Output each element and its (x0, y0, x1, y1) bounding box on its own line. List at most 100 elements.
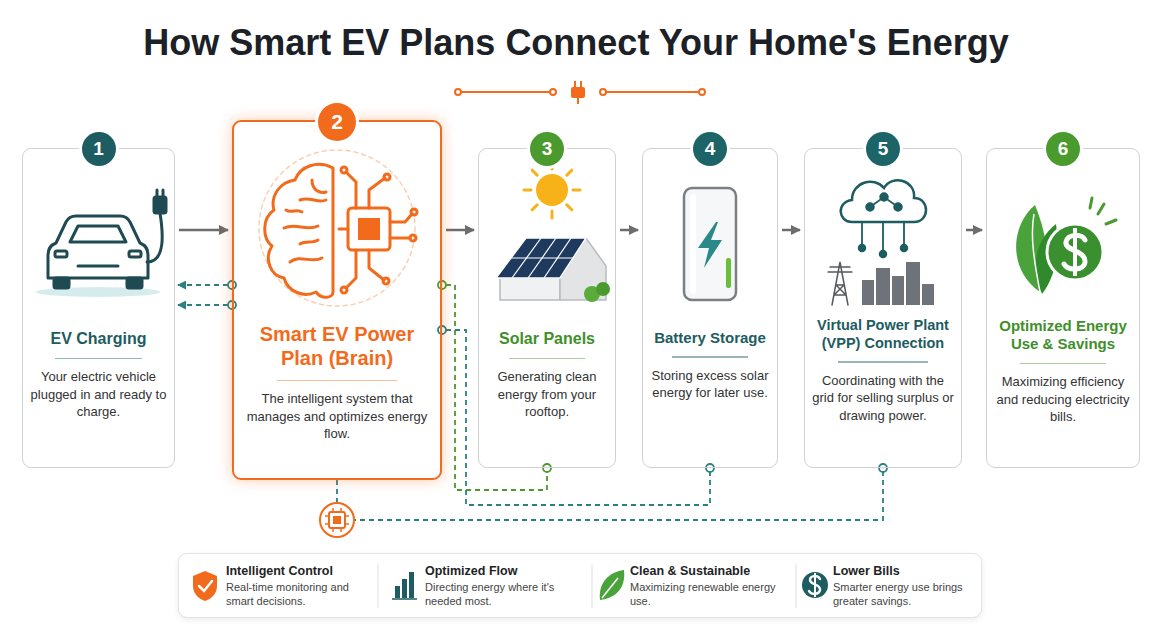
card-description: The intelligent system that manages and … (240, 390, 434, 443)
card-description: Storing excess solar energy for later us… (649, 367, 771, 402)
step-number: 6 (1046, 132, 1080, 166)
feature-icons-part (199, 581, 212, 591)
card-body: Optimized Energy Use & SavingsMaximizing… (987, 317, 1139, 426)
brain-chip-icon-part (369, 178, 385, 208)
title-ornament-part (600, 89, 606, 95)
feature-icons-part (395, 586, 400, 598)
battery-icon-part (684, 188, 736, 300)
title-ornament-part (458, 91, 553, 93)
brain-chip-icon-part (284, 226, 318, 228)
battery-icon-part (726, 258, 731, 288)
solar-icon-part (500, 278, 560, 300)
sun-ray (573, 189, 580, 192)
feature-icons-part (193, 571, 217, 601)
feature-item: Intelligent ControlReal-time monitoring … (226, 564, 366, 609)
connector-dot (438, 326, 446, 334)
vpp-icon-part-part (906, 262, 920, 305)
brain-chip-icon-part (290, 258, 322, 262)
brain-chip-icon-part (300, 199, 326, 201)
vpp-icon (828, 180, 934, 305)
vpp-icon-part-part (862, 280, 874, 305)
vpp-icon-part (881, 194, 888, 201)
title-ornament-part (550, 89, 556, 95)
chip-icon-part (320, 503, 354, 537)
feature-icons-part (409, 572, 414, 598)
savings-icon-part-part (1098, 204, 1104, 214)
dashed-connector (178, 284, 228, 286)
car-icon (36, 190, 166, 297)
brain-chip-icon-part (410, 235, 416, 241)
brain-chip-icon-part (383, 278, 389, 284)
title-ornament (455, 81, 705, 104)
flow-arrow (179, 229, 228, 232)
sun-ray (524, 189, 531, 192)
step-card: 3Solar PanelsGenerating clean energy fro… (478, 148, 616, 468)
car-icon-part (54, 278, 69, 288)
feature-item: Clean & SustainableMaximizing renewable … (630, 564, 780, 609)
card-body: EV ChargingYour electric vehicle plugged… (23, 329, 174, 421)
card-description: Your electric vehicle plugged in and rea… (29, 368, 168, 421)
brain-chip-icon-part (346, 250, 356, 288)
sun-ray (551, 211, 554, 218)
dashed-connector (178, 304, 228, 306)
brain-chip-icon-part (341, 167, 347, 173)
solar-icon-part (496, 238, 586, 278)
step-number: 1 (82, 132, 116, 166)
car-icon-part (127, 278, 142, 288)
card-description: Maximizing efficiency and reducing elect… (993, 373, 1133, 426)
brain-chip-icon-part (300, 240, 318, 244)
vpp-icon-part (867, 204, 874, 211)
feature-icons-part (802, 572, 828, 598)
vpp-icon-part (903, 222, 905, 246)
card-body: Solar PanelsGenerating clean energy from… (479, 329, 615, 421)
card-body: Virtual Power Plant (VPP) ConnectionCoor… (805, 317, 961, 425)
savings-icon-part (1047, 224, 1103, 280)
title-ornament-part (571, 87, 585, 98)
feature-item: Optimized FlowDirecting energy where it'… (425, 564, 575, 609)
card-description: Coordinating with the grid for selling s… (811, 372, 955, 425)
brain-chip-icon-part (384, 174, 390, 180)
title-ornament-part (574, 81, 576, 87)
solar-icon-part-part (512, 238, 541, 278)
feature-icons-part (378, 564, 379, 608)
feature-title: Clean & Sustainable (630, 564, 780, 579)
savings-icon-part-part (1106, 220, 1116, 224)
flow-arrow (966, 229, 982, 232)
solar-icon-part-part (544, 238, 571, 278)
brain-chip-icon-part (312, 180, 326, 193)
vpp-icon-part (859, 245, 865, 251)
step-number: 3 (530, 132, 564, 166)
car-icon-part (156, 190, 159, 197)
diagram-title: How Smart EV Plans Connect Your Home's E… (0, 22, 1152, 64)
savings-icon-part (1032, 214, 1040, 292)
sun-ray (532, 205, 537, 210)
connector-dot (706, 464, 714, 472)
car-icon-part (162, 190, 165, 197)
solar-icon-part (596, 282, 610, 296)
battery-icon-part (690, 194, 696, 294)
solar-icon (496, 162, 610, 302)
brain-chip-icon-part (339, 228, 348, 231)
brain-chip-icon-part (358, 218, 380, 240)
vpp-icon-part (862, 262, 934, 305)
chip-icon (320, 503, 354, 537)
card-description: Generating clean energy from your roofto… (485, 368, 609, 421)
brain-chip-icon-part (286, 210, 302, 212)
title-ornament-part (455, 89, 461, 95)
step-card: 5Virtual Power Plant (VPP) ConnectionCoo… (804, 148, 962, 468)
vpp-icon-part-part (892, 276, 904, 305)
vpp-icon-part (880, 251, 886, 257)
title-ornament-part (699, 89, 705, 95)
vpp-icon-part-part (922, 284, 934, 305)
solar-icon-part (524, 162, 580, 218)
chip-icon-part (333, 516, 341, 524)
car-icon-part (147, 213, 162, 262)
vpp-icon-part-part (876, 268, 890, 305)
brain-chip-icon-part (265, 164, 333, 297)
feature-icons-part (392, 598, 417, 600)
brain-chip-icon (259, 150, 417, 306)
solar-icon-part (511, 238, 573, 278)
flow-arrow (782, 229, 800, 232)
